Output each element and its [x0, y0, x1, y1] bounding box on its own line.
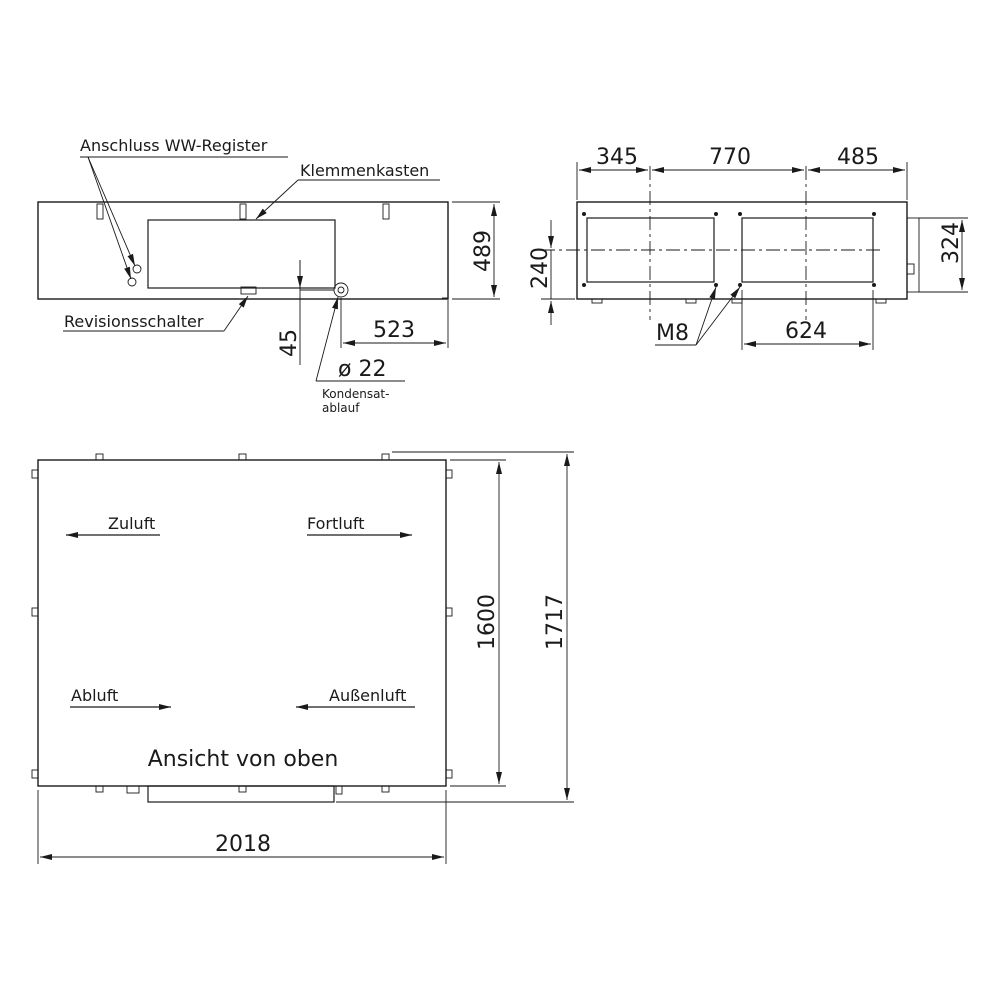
condensate-drain-inner: [337, 286, 345, 294]
klemmenkasten-label: Klemmenkasten: [300, 161, 429, 180]
top-view-housing: [37, 459, 447, 787]
m8-label: M8: [656, 321, 689, 346]
bracket: [239, 203, 247, 220]
revisionsschalter-label: Revisionsschalter: [64, 312, 204, 331]
dim-324: 324: [939, 222, 964, 264]
dim-523: 523: [373, 318, 415, 343]
abluft-label: Abluft: [71, 686, 118, 705]
front-view-housing: [37, 201, 449, 300]
dim-240: 240: [528, 247, 553, 289]
klemmenkasten-box: [147, 219, 336, 289]
dim-624: 624: [785, 319, 827, 344]
dim-1600: 1600: [475, 594, 500, 650]
view-title: Ansicht von oben: [148, 747, 339, 772]
top-view: Zuluft Fortluft Abluft Außenluft Ansicht…: [31, 451, 574, 864]
dim-345: 345: [596, 145, 638, 170]
fortluft-label: Fortluft: [307, 514, 364, 533]
zuluft-label: Zuluft: [108, 514, 155, 533]
dim-22: ø 22: [338, 357, 386, 382]
dim-489: 489: [471, 230, 496, 272]
dim-485: 485: [837, 145, 879, 170]
dim-770: 770: [709, 145, 751, 170]
ww-connection-nut: [127, 277, 137, 287]
bracket: [382, 203, 390, 220]
front-view: Anschluss WW-Register Klemmenkasten Revi…: [37, 136, 500, 415]
ww-connection-nut: [132, 264, 142, 274]
aussenluft-label: Außenluft: [329, 686, 406, 705]
dim-1717: 1717: [543, 594, 568, 650]
condensate-drain: [333, 282, 349, 298]
kondensat-label-2: ablauf: [322, 401, 360, 415]
kondensat-label-1: Kondensat-: [322, 387, 389, 401]
revision-switch: [240, 286, 257, 295]
side-protrusion: [906, 217, 920, 293]
klemmenkasten-top: [147, 785, 335, 803]
dim-45: 45: [277, 329, 302, 357]
dim-2018: 2018: [215, 832, 271, 857]
side-view: 345 770 485 240 324 M8 624: [528, 145, 968, 350]
anschluss-label: Anschluss WW-Register: [80, 136, 268, 155]
bracket: [96, 203, 104, 220]
